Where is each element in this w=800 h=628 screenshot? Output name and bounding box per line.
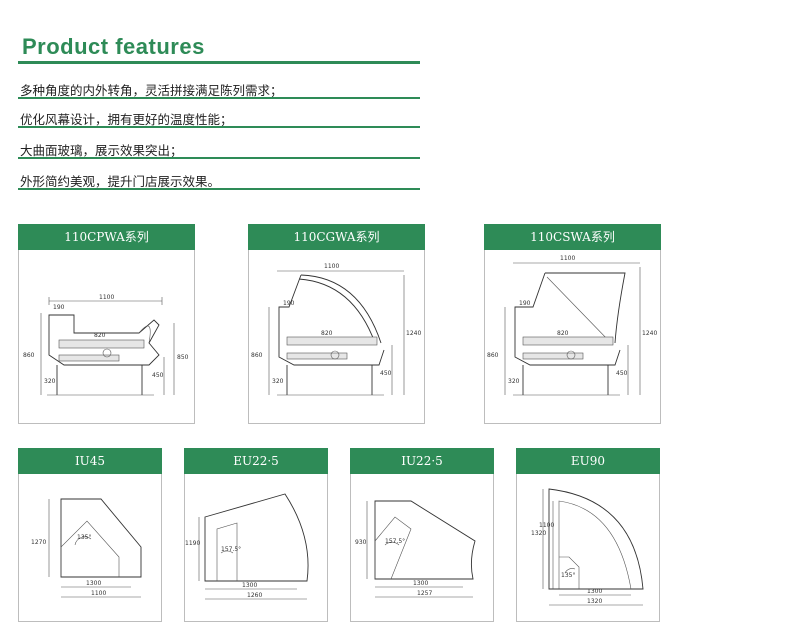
corner-title: IU45 [18, 448, 162, 474]
feature-rule [18, 97, 420, 99]
series-card-cpwa: 110CPWA系列 1100 860 320 190 820 850 450 [18, 224, 195, 424]
feature-item: 大曲面玻璃，展示效果突出； [20, 143, 183, 158]
dim-h-front: 1240 [642, 330, 657, 337]
dim-h-base: 320 [44, 378, 56, 385]
feature-item: 多种角度的内外转角，灵活拼接满足陈列需求； [20, 83, 283, 98]
dim-bottom-outer: 1320 [587, 598, 602, 605]
corner-card-eu90: EU90 135° 1320 1100 1300 1320 [516, 448, 660, 622]
dim-side-outer: 1320 [531, 530, 546, 537]
dim-side-inner: 1100 [539, 522, 554, 529]
dim-h-top: 190 [519, 300, 531, 307]
dim-side: 930 [355, 539, 367, 546]
section-drawing-cswa: 1100 860 320 190 820 1240 450 [487, 255, 657, 396]
corner-card-eu225: EU22·5 157.5° 1190 1300 1260 [184, 448, 328, 622]
dim-h-leg: 450 [152, 372, 164, 379]
dim-bottom-inner: 1300 [413, 580, 428, 587]
dim-bottom-outer: 1260 [247, 592, 262, 599]
dim-h-top: 190 [53, 304, 65, 311]
feature-item: 外形简约美观，提升门店展示效果。 [20, 174, 221, 189]
dim-width: 1100 [99, 294, 114, 301]
dim-width: 1100 [560, 255, 575, 262]
series-title: 110CPWA系列 [18, 224, 195, 250]
dim-h-front: 1240 [406, 330, 421, 337]
dim-angle: 135° [561, 572, 575, 579]
dim-bottom-inner: 1300 [86, 580, 101, 587]
page-title: Product features [22, 34, 205, 59]
plan-drawing-eu90: 135° 1320 1100 1300 1320 [531, 488, 644, 606]
dim-angle: 157.5° [385, 538, 405, 545]
plan-drawing-eu225: 157.5° 1190 1300 1260 [185, 493, 309, 600]
series-title: 110CGWA系列 [248, 224, 425, 250]
section-drawing-cgwa: 1100 860 320 190 820 1240 450 [251, 263, 421, 396]
feature-rule [18, 157, 420, 159]
title-rule [18, 61, 420, 64]
dim-inner: 820 [321, 330, 333, 337]
dim-side: 1270 [31, 539, 46, 546]
dim-h-total: 860 [487, 352, 499, 359]
dim-angle: 135° [77, 534, 91, 541]
dim-angle: 157.5° [221, 546, 241, 553]
corner-card-iu45: IU45 135° 1270 1300 1100 [18, 448, 162, 622]
feature-rule [18, 188, 420, 190]
dim-h-total: 860 [23, 352, 35, 359]
feature-rule [18, 126, 420, 128]
dim-inner: 820 [94, 332, 106, 339]
corner-title: EU90 [516, 448, 660, 474]
dim-bottom-inner: 1300 [242, 582, 257, 589]
dim-bottom-outer: 1257 [417, 590, 432, 597]
corner-title: IU22·5 [350, 448, 494, 474]
dim-h-leg: 450 [380, 370, 392, 377]
series-card-cgwa: 110CGWA系列 1100 860 320 190 820 1240 450 [248, 224, 425, 424]
dim-h-top: 190 [283, 300, 295, 307]
feature-item: 优化风幕设计，拥有更好的温度性能； [20, 112, 233, 127]
corner-title: EU22·5 [184, 448, 328, 474]
section-drawing-cpwa: 1100 860 320 190 820 850 450 [23, 294, 189, 396]
dim-h-leg: 450 [616, 370, 628, 377]
dim-side: 1190 [185, 540, 200, 547]
dim-bottom-outer: 1100 [91, 590, 106, 597]
dim-inner: 820 [557, 330, 569, 337]
corner-card-iu225: IU22·5 157.5° 930 1300 1257 [350, 448, 494, 622]
series-card-cswa: 110CSWA系列 1100 860 320 190 820 1240 450 [484, 224, 661, 424]
dim-bottom-inner: 1300 [587, 588, 602, 595]
dim-h-total: 860 [251, 352, 263, 359]
series-title: 110CSWA系列 [484, 224, 661, 250]
dim-width: 1100 [324, 263, 339, 270]
dim-h-front: 850 [177, 354, 189, 361]
plan-drawing-iu225: 157.5° 930 1300 1257 [355, 500, 476, 598]
dim-h-base: 320 [272, 378, 284, 385]
dim-h-base: 320 [508, 378, 520, 385]
plan-drawing-iu45: 135° 1270 1300 1100 [31, 498, 142, 598]
